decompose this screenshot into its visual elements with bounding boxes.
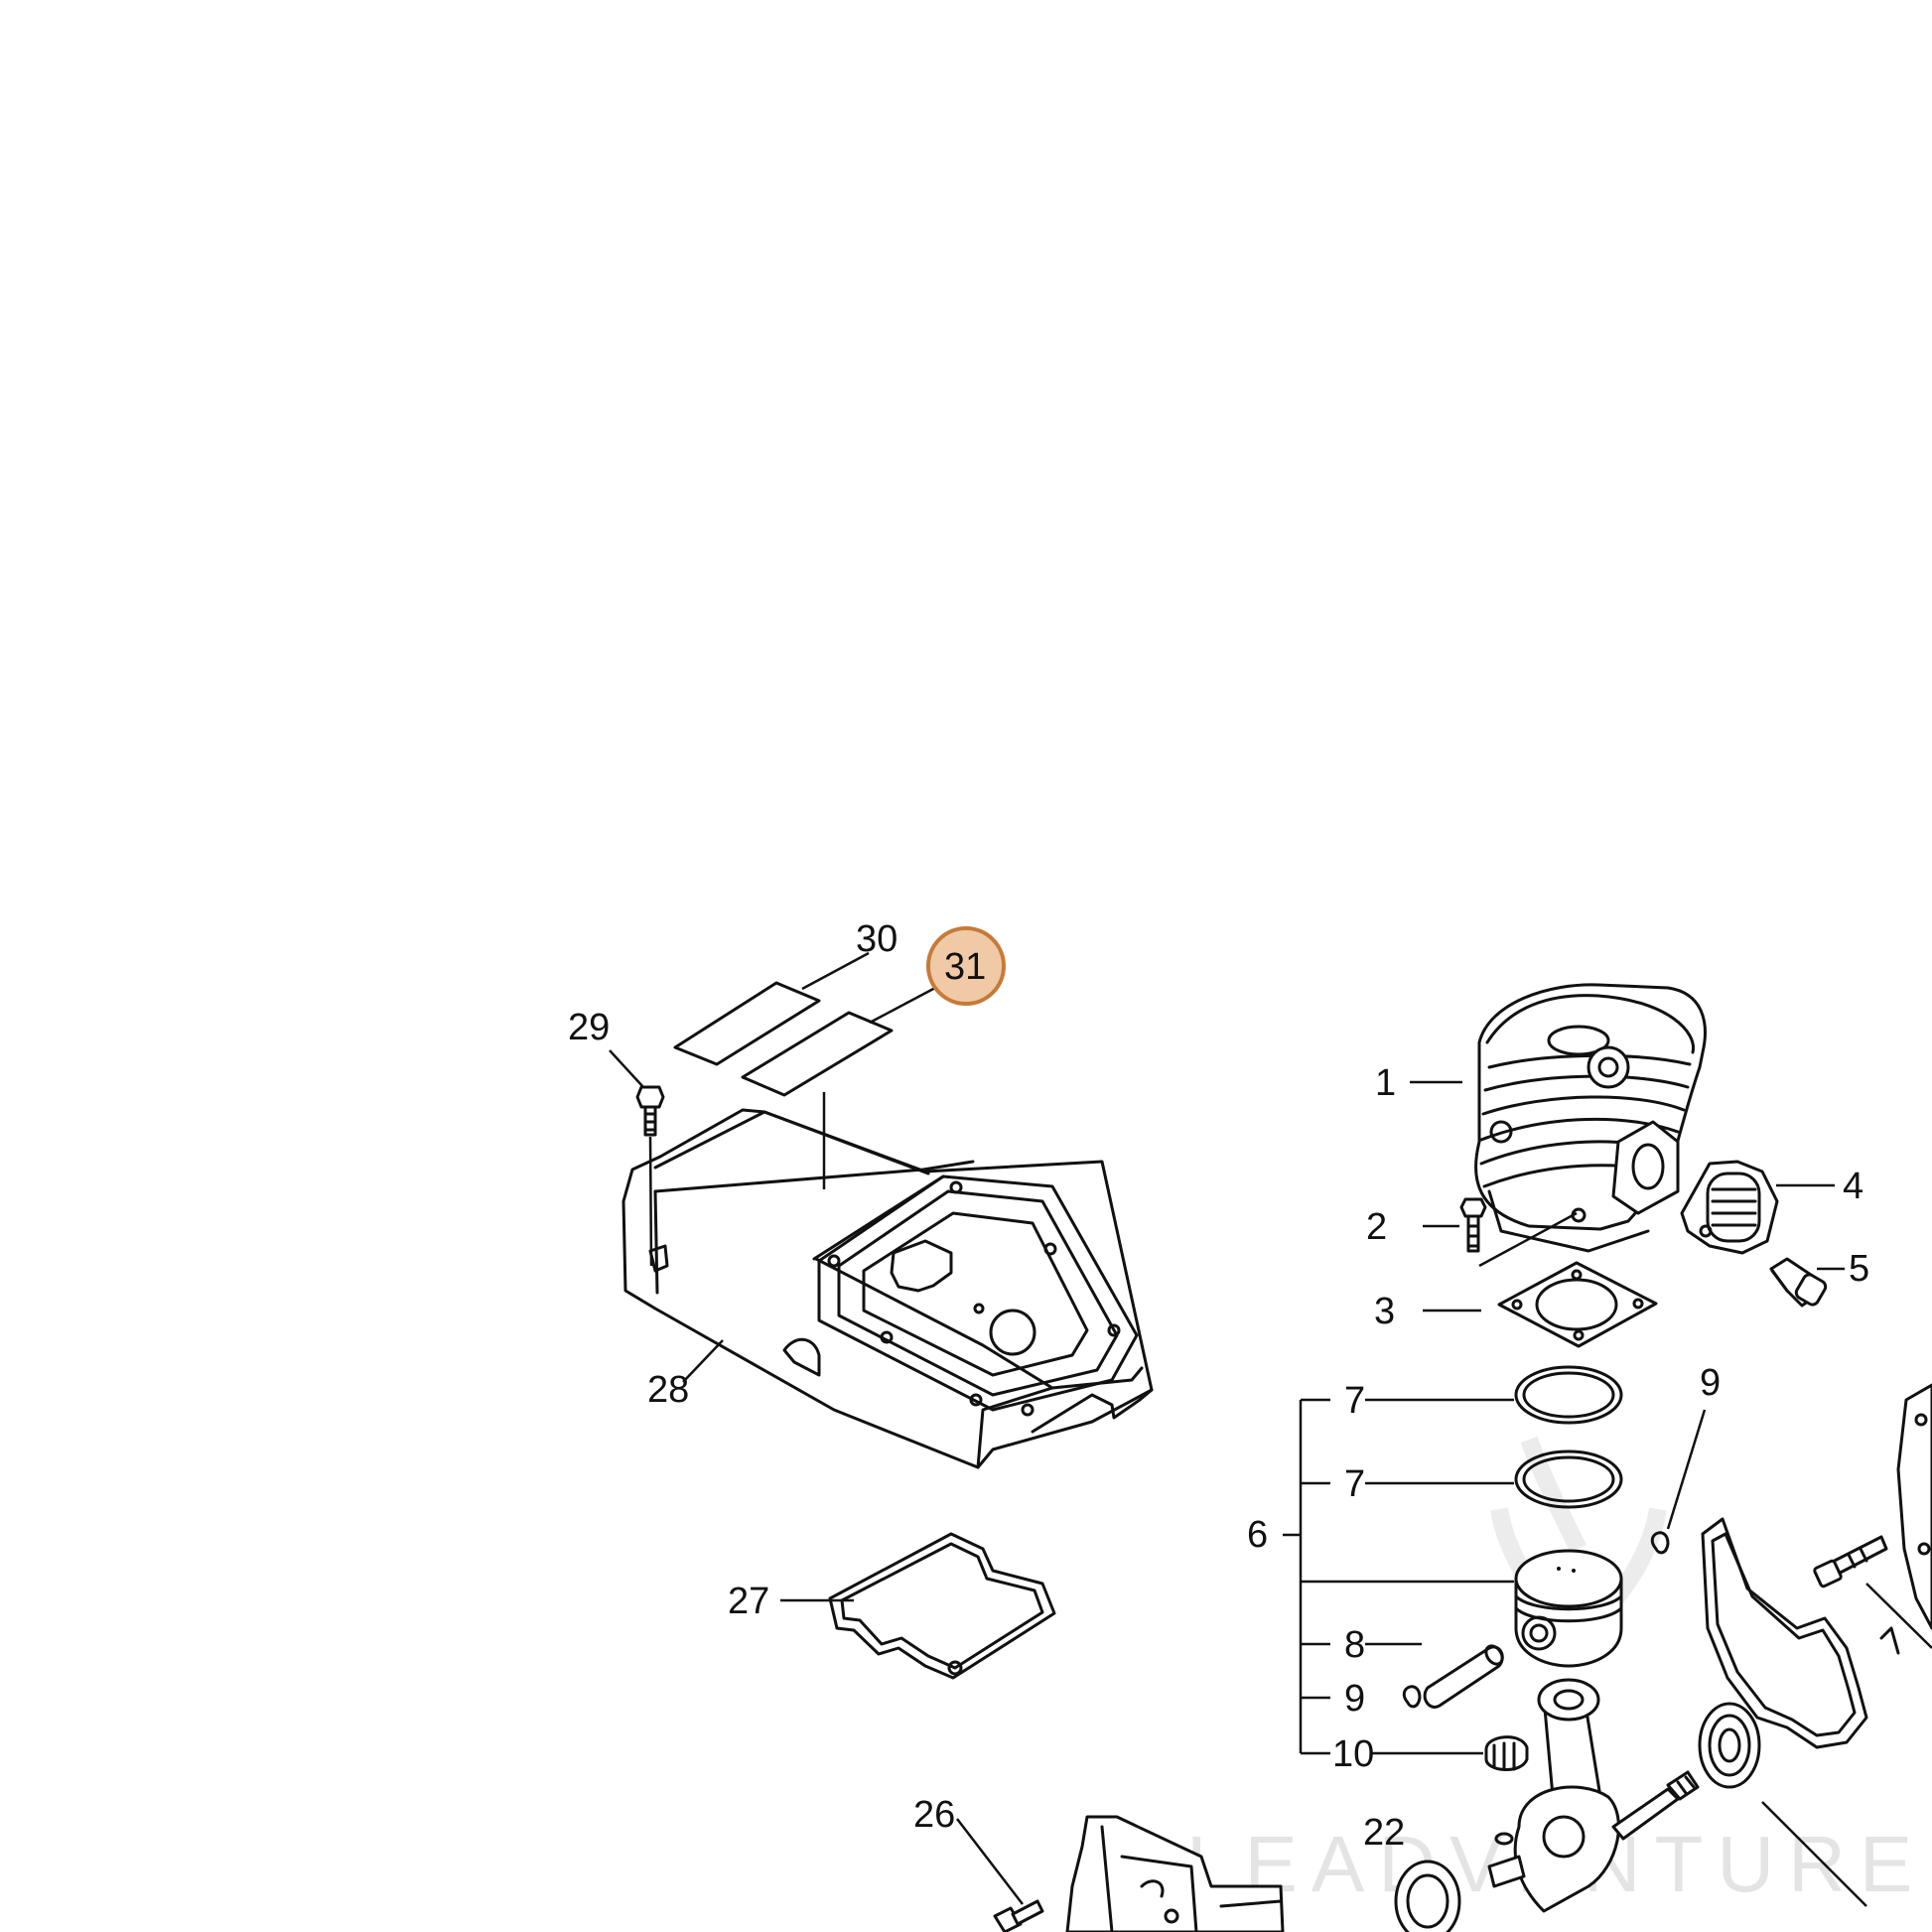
part-9-circlip-right[interactable] [1650,1531,1670,1555]
callout-9-right[interactable]: 9 [1700,1362,1721,1404]
callout-1[interactable]: 1 [1375,1062,1396,1104]
part-7-piston-ring-lower[interactable] [1514,1449,1623,1509]
leader-bearing-right [1761,1801,1867,1907]
crankcase-half[interactable] [1896,1383,1932,1630]
leader-bolt-right [1865,1583,1932,1649]
ball-bearing-right[interactable] [1698,1702,1761,1789]
part-30-label[interactable] [673,981,821,1066]
callout-9-left[interactable]: 9 [1344,1678,1365,1720]
callout-30[interactable]: 30 [856,918,897,960]
callout-7-lower[interactable]: 7 [1344,1463,1365,1505]
callout-10[interactable]: 10 [1332,1733,1374,1775]
part-31-label[interactable] [741,1011,894,1097]
part-10-needle-bearing[interactable] [1484,1735,1529,1772]
callout-31[interactable]: 31 [944,946,986,988]
part-26-screw[interactable] [993,1899,1044,1932]
part-4-intake-manifold[interactable] [1680,1160,1779,1255]
callout-22[interactable]: 22 [1363,1812,1405,1854]
callout-labels: 30 31 29 28 27 26 1 2 3 4 5 6 7 7 8 9 9 … [568,918,1869,1854]
ball-bearing-left[interactable] [1394,1860,1461,1932]
part-8-piston-pin[interactable] [1423,1643,1505,1709]
part-6-piston[interactable] [1514,1549,1623,1668]
crankcase-gasket[interactable] [1701,1517,1900,1749]
part-2-screw[interactable] [1459,1197,1578,1268]
callout-4[interactable]: 4 [1843,1166,1863,1207]
part-5-bolt[interactable] [1769,1257,1828,1308]
callout-8[interactable]: 8 [1344,1624,1365,1666]
part-bolt-right[interactable] [1813,1535,1888,1588]
callout-26[interactable]: 26 [913,1794,955,1836]
part-26-handle-assembly[interactable] [1065,1815,1285,1932]
part-27-gasket[interactable] [828,1532,1056,1680]
part-7-piston-ring-upper[interactable] [1514,1365,1623,1425]
callout-31-highlight[interactable] [926,926,1006,1006]
part-9-circlip-left[interactable] [1402,1685,1422,1709]
callout-29[interactable]: 29 [568,1007,610,1048]
leader-lines [609,951,1845,1905]
part-22-small-clip[interactable] [1494,1832,1514,1846]
callout-27[interactable]: 27 [728,1581,769,1622]
callout-3[interactable]: 3 [1374,1291,1395,1332]
part-3-cylinder-gasket[interactable] [1497,1261,1658,1348]
crankshaft-assembly[interactable] [1487,1678,1700,1913]
part-29-screw[interactable] [635,1085,665,1267]
callout-6[interactable]: 6 [1247,1514,1268,1556]
callout-28[interactable]: 28 [647,1369,689,1411]
part-1-cylinder[interactable] [1474,983,1707,1253]
callout-7-upper[interactable]: 7 [1344,1380,1365,1422]
callout-2[interactable]: 2 [1366,1206,1387,1248]
part-28-cover[interactable] [621,1108,1154,1469]
callout-5[interactable]: 5 [1849,1248,1869,1290]
